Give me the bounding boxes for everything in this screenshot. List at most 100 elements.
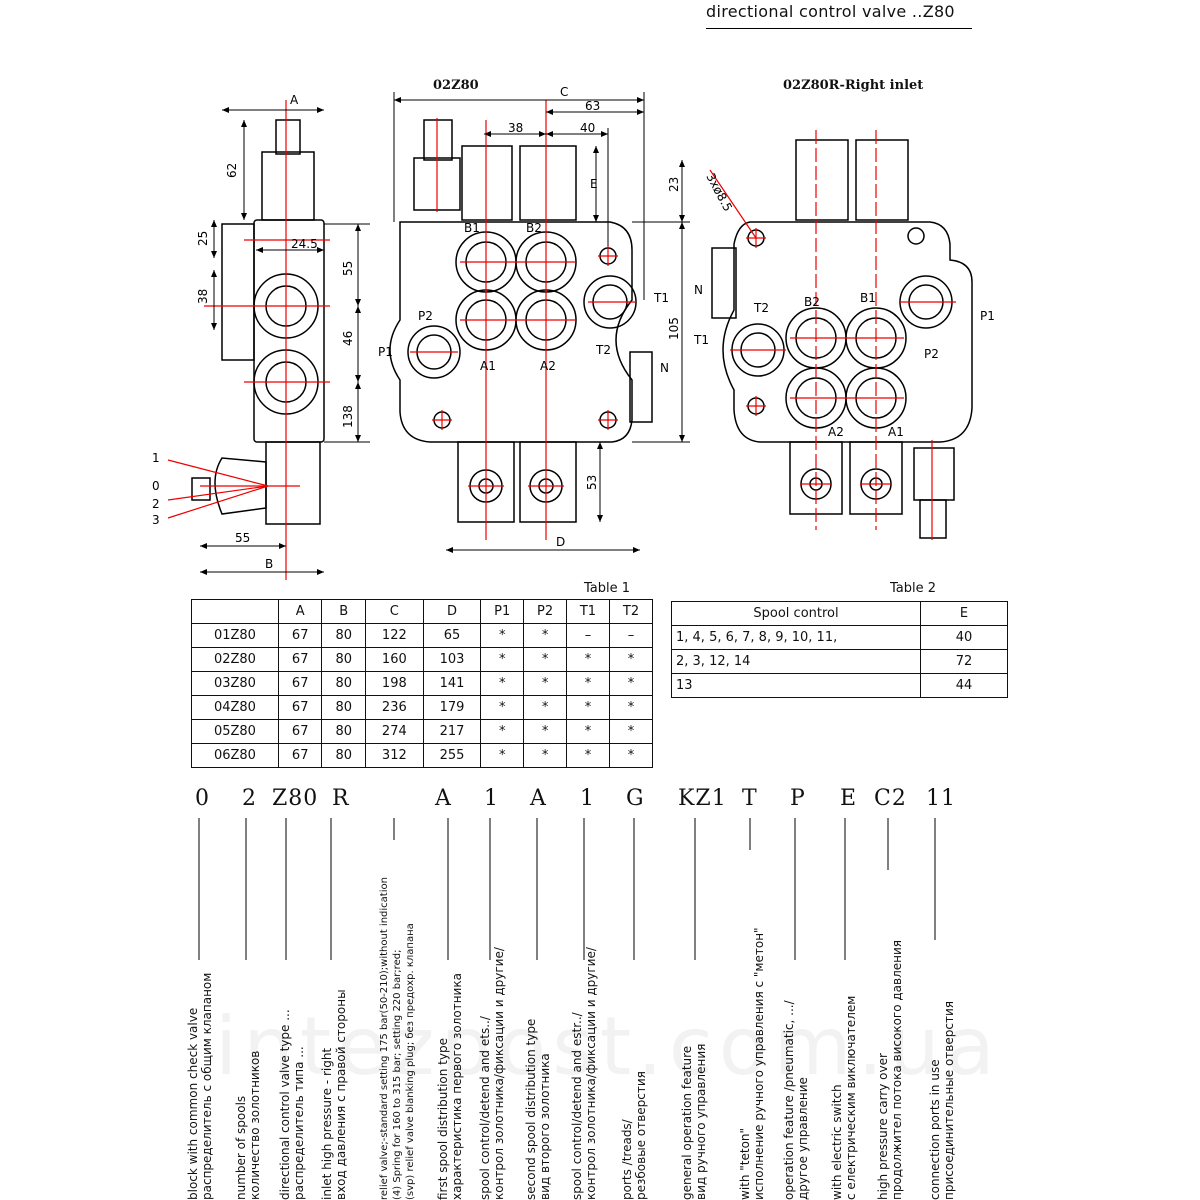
table-cell: * — [523, 671, 567, 696]
side-view — [191, 119, 325, 525]
table-cell: 02Z80 — [191, 647, 279, 672]
table-cell: 44 — [920, 673, 1008, 698]
table2: Spool control E 1, 4, 5, 6, 7, 8, 9, 10,… — [671, 601, 1008, 698]
table-cell: 2, 3, 12, 14 — [671, 649, 921, 674]
table-cell: 1, 4, 5, 6, 7, 8, 9, 10, 11, — [671, 625, 921, 650]
right-label-n: N — [694, 283, 703, 297]
table-cell: * — [480, 671, 525, 696]
code-part: T — [742, 786, 758, 811]
front-label-t1: T1 — [653, 291, 669, 305]
side-bottom-cap — [265, 441, 321, 525]
dim-38-left: 38 — [196, 289, 210, 304]
front-label-b1: B1 — [464, 221, 480, 235]
code-part: 0 — [195, 786, 210, 811]
right-labels: 3xø8.5 N T2 B2 B1 P1 P2 T1 A2 A1 — [693, 171, 995, 439]
dim-e: E — [590, 177, 598, 191]
code-part: KZ1 — [678, 786, 727, 811]
desc-en: block with common check valve — [186, 1007, 200, 1200]
table-cell: * — [608, 671, 654, 696]
front-centerlines — [410, 100, 636, 540]
dim-55-bottom: 55 — [235, 531, 250, 545]
front-label-n: N — [660, 361, 669, 375]
right-label-b2: B2 — [804, 295, 820, 309]
table-cell: * — [523, 743, 567, 768]
side-top-cap — [261, 151, 315, 221]
front-label-a2: A2 — [540, 359, 556, 373]
table-cell: * — [523, 719, 567, 744]
table1-header-row: A B C D P1 P2 T1 T2 — [191, 599, 654, 624]
table-cell: 67 — [277, 647, 323, 672]
front-spool-cap-2 — [519, 145, 577, 221]
table-cell: – — [608, 623, 654, 648]
lever-label-2: 2 — [152, 497, 160, 511]
code-part: A — [530, 786, 547, 811]
table-cell: * — [608, 647, 654, 672]
table-header: C — [365, 599, 424, 624]
dim-23: 23 — [667, 177, 681, 192]
code-part: A — [435, 786, 452, 811]
table-cell: 255 — [422, 743, 482, 768]
table-cell: 05Z80 — [191, 719, 279, 744]
code-part: 2 — [242, 786, 257, 811]
table-header: A — [277, 599, 323, 624]
code-part: 11 — [926, 786, 956, 811]
table-header: D — [422, 599, 482, 624]
front-label-p2: P2 — [418, 309, 433, 323]
table-header: P2 — [523, 599, 567, 624]
table-cell: 122 — [365, 623, 424, 648]
table2-caption: Table 2 — [890, 581, 937, 596]
dim-c: C — [560, 85, 568, 99]
front-labels: C 63 38 40 E 23 105 53 D B1 B2 P2 P1 A1 … — [378, 85, 681, 549]
table-cell: – — [565, 623, 610, 648]
code-part: R — [332, 786, 350, 811]
table-cell: 274 — [365, 719, 424, 744]
table-cell: * — [480, 623, 525, 648]
table-cell: 67 — [277, 743, 323, 768]
code-part: 1 — [580, 786, 595, 811]
dim-38: 38 — [508, 121, 523, 135]
lever-label-1: 1 — [152, 451, 160, 465]
table-cell: * — [523, 647, 567, 672]
dim-53: 53 — [585, 475, 599, 490]
code-part: C2 — [874, 786, 907, 811]
side-body — [253, 219, 325, 443]
watermark: intezpost.com.ua — [215, 1000, 1001, 1093]
table-cell: 67 — [277, 623, 323, 648]
dim-40: 40 — [580, 121, 595, 135]
right-label-t1: T1 — [693, 333, 709, 347]
side-flange — [221, 223, 255, 361]
table-cell: 160 — [365, 647, 424, 672]
desc-en: number of spools — [234, 1095, 248, 1200]
dim-55: 55 — [341, 261, 355, 276]
table-cell: * — [565, 647, 610, 672]
desc-en: ports /treads/ — [620, 1119, 634, 1200]
table-header: P1 — [480, 599, 525, 624]
side-centerlines — [167, 100, 330, 580]
table-cell: 217 — [422, 719, 482, 744]
desc-en: with "teton" — [738, 1127, 752, 1200]
right-label-t2: T2 — [753, 301, 769, 315]
table-cell: * — [565, 671, 610, 696]
table-cell: 01Z80 — [191, 623, 279, 648]
side-lever-knob — [191, 477, 211, 501]
lever-label-3: 3 — [152, 513, 160, 527]
right-spool-cap-1 — [795, 139, 849, 221]
table-header: B — [321, 599, 367, 624]
front-lever-housing-2 — [519, 441, 577, 523]
front-label-t2: T2 — [595, 343, 611, 357]
right-body — [722, 221, 973, 443]
right-view — [711, 139, 973, 539]
table-cell: 312 — [365, 743, 424, 768]
table-cell: 13 — [671, 673, 921, 698]
side-dimension-texts: A 62 25 38 24.5 55 46 138 55 B 1 0 2 3 — [152, 93, 355, 571]
table-cell: 67 — [277, 671, 323, 696]
table-cell: 80 — [321, 695, 367, 720]
